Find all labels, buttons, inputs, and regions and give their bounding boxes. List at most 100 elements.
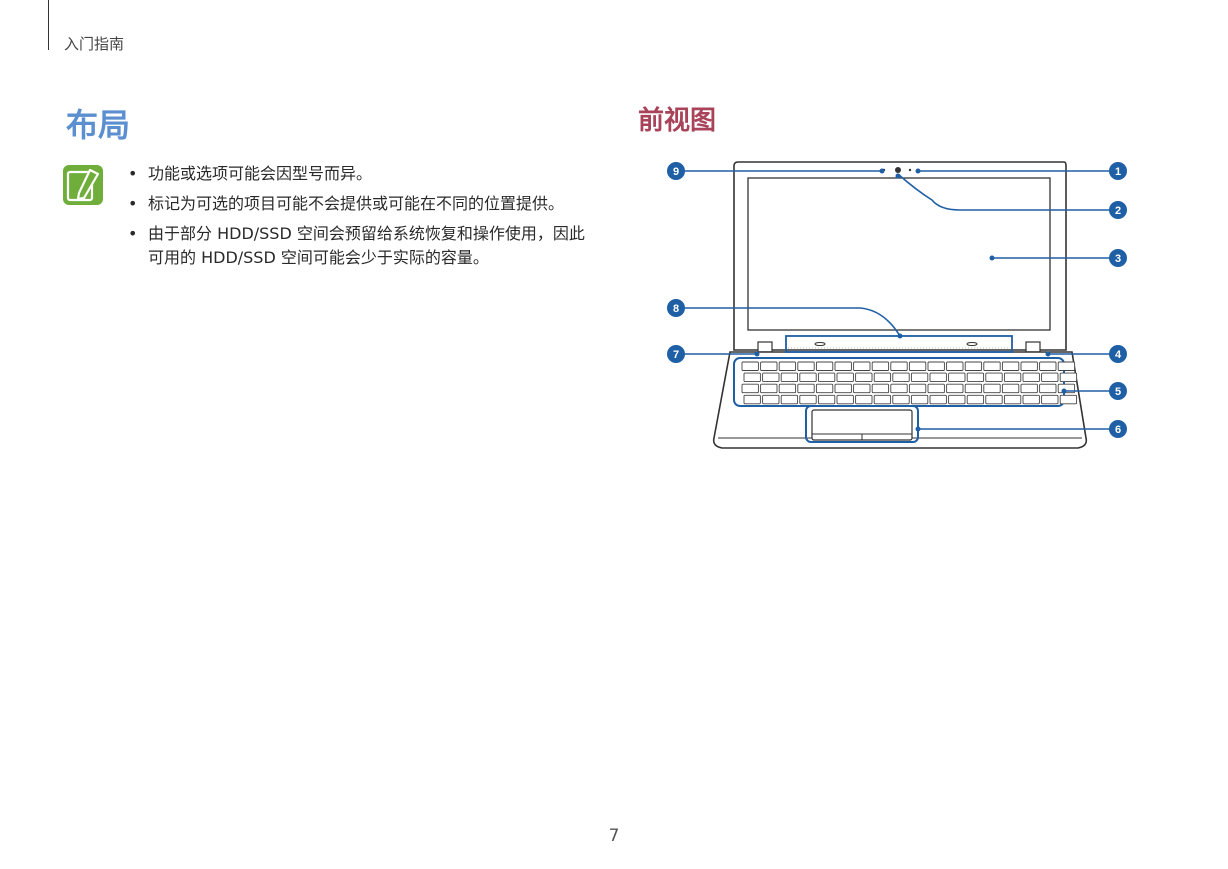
svg-text:5: 5 bbox=[1115, 386, 1121, 398]
keyboard-key bbox=[1020, 361, 1038, 371]
keyboard-key bbox=[890, 383, 908, 394]
callout-4: 4 bbox=[1109, 345, 1127, 363]
keyboard-key bbox=[873, 372, 892, 383]
keyboard-key bbox=[985, 394, 1003, 405]
header-rule bbox=[48, 0, 49, 50]
keyboard-key bbox=[817, 394, 836, 405]
keyboard-key bbox=[797, 361, 815, 371]
keyboard-key bbox=[927, 361, 945, 371]
callout-6: 6 bbox=[1109, 420, 1127, 438]
keyboard-keys bbox=[741, 361, 1078, 405]
svg-text:2: 2 bbox=[1115, 205, 1121, 217]
keyboard-key bbox=[890, 361, 908, 371]
callout-5: 5 bbox=[1109, 382, 1127, 400]
keyboard-key bbox=[910, 372, 929, 383]
keyboard-key bbox=[1039, 383, 1057, 394]
note-text: 由于部分 HDD/SSD 空间会预留给系统恢复和操作使用，因此可用的 HDD/S… bbox=[148, 224, 585, 267]
note-item: • 标记为可选的项目可能不会提供或可能在不同的位置提供。 bbox=[126, 192, 586, 216]
keyboard-key bbox=[780, 394, 799, 405]
keyboard-key bbox=[1059, 372, 1078, 383]
svg-text:3: 3 bbox=[1115, 253, 1121, 265]
keyboard-key bbox=[778, 383, 797, 394]
keyboard-key bbox=[948, 394, 966, 405]
callout-2: 2 bbox=[1109, 201, 1127, 219]
keyboard-key bbox=[855, 394, 873, 405]
keyboard-key bbox=[983, 383, 1001, 394]
keyboard-key bbox=[855, 372, 873, 383]
keyboard-key bbox=[1041, 394, 1059, 405]
callout-8: 8 bbox=[667, 299, 685, 317]
keyboard-key bbox=[743, 372, 761, 383]
laptop-front-view-diagram: 1 2 3 4 5 6 7 8 9 bbox=[667, 161, 1127, 449]
keyboard-key bbox=[892, 372, 910, 383]
note-text: 功能或选项可能会因型号而异。 bbox=[148, 164, 373, 183]
keyboard-key bbox=[985, 372, 1003, 383]
svg-text:6: 6 bbox=[1115, 424, 1121, 436]
hinge-left bbox=[757, 341, 773, 353]
touchpad-highlight bbox=[805, 405, 919, 443]
keyboard-key bbox=[871, 383, 890, 394]
keyboard-key bbox=[964, 383, 983, 394]
keyboard-key bbox=[815, 383, 834, 394]
keyboard-key bbox=[834, 383, 852, 394]
keyboard-key bbox=[966, 372, 985, 383]
note-item: • 功能或选项可能会因型号而异。 bbox=[126, 162, 586, 186]
keyboard-key bbox=[853, 383, 871, 394]
bullet: • bbox=[128, 164, 138, 183]
note-pencil-icon bbox=[63, 165, 103, 205]
keyboard-key bbox=[1003, 372, 1022, 383]
callout-1: 1 bbox=[1109, 162, 1127, 180]
keyboard-key bbox=[1022, 394, 1040, 405]
keyboard-key bbox=[741, 383, 759, 394]
keyboard-key bbox=[815, 361, 834, 371]
breadcrumb: 入门指南 bbox=[64, 35, 125, 53]
keyboard-key bbox=[929, 372, 947, 383]
keyboard-key bbox=[762, 394, 780, 405]
bullet: • bbox=[128, 224, 138, 243]
keyboard-key bbox=[910, 394, 929, 405]
keyboard-key bbox=[1039, 361, 1057, 371]
keyboard-key bbox=[983, 361, 1001, 371]
keyboard-key bbox=[873, 394, 892, 405]
keyboard-key bbox=[927, 383, 945, 394]
keyboard-key bbox=[836, 372, 854, 383]
laptop-display bbox=[747, 177, 1051, 331]
keyboard-key bbox=[966, 394, 985, 405]
keyboard-key bbox=[946, 361, 964, 371]
callout-9: 9 bbox=[667, 162, 685, 180]
keyboard-key bbox=[1041, 372, 1059, 383]
keyboard-key bbox=[743, 394, 761, 405]
front-view-title: 前视图 bbox=[638, 106, 717, 136]
keyboard-key bbox=[797, 383, 815, 394]
keyboard-key bbox=[836, 394, 854, 405]
page-number: 7 bbox=[608, 826, 620, 846]
keyboard-key bbox=[762, 372, 780, 383]
notes-list: • 功能或选项可能会因型号而异。 • 标记为可选的项目可能不会提供或可能在不同的位置… bbox=[126, 162, 586, 276]
svg-text:9: 9 bbox=[673, 166, 679, 178]
keyboard-key bbox=[741, 361, 759, 371]
keyboard-key bbox=[1001, 383, 1020, 394]
hinge-right bbox=[1025, 341, 1041, 353]
keyboard-key bbox=[853, 361, 871, 371]
bullet: • bbox=[128, 194, 138, 213]
keyboard-key bbox=[834, 361, 852, 371]
keyboard-key bbox=[1059, 394, 1078, 405]
keyboard-key bbox=[760, 361, 778, 371]
keyboard-key bbox=[908, 361, 927, 371]
note-item: • 由于部分 HDD/SSD 空间会预留给系统恢复和操作使用，因此可用的 HDD/… bbox=[126, 222, 586, 270]
keyboard-key bbox=[1020, 383, 1038, 394]
keyboard-key bbox=[799, 394, 817, 405]
keyboard-key bbox=[780, 372, 799, 383]
keyboard-key bbox=[817, 372, 836, 383]
keyboard-key bbox=[908, 383, 927, 394]
svg-text:1: 1 bbox=[1115, 166, 1121, 178]
svg-text:7: 7 bbox=[673, 349, 679, 361]
webcam bbox=[895, 167, 901, 173]
mic-right bbox=[908, 168, 912, 172]
keyboard-key bbox=[929, 394, 947, 405]
keyboard-key bbox=[948, 372, 966, 383]
keyboard-key bbox=[892, 394, 910, 405]
note-text: 标记为可选的项目可能不会提供或可能在不同的位置提供。 bbox=[148, 194, 565, 213]
keyboard-key bbox=[799, 372, 817, 383]
keyboard-key bbox=[1057, 361, 1076, 371]
